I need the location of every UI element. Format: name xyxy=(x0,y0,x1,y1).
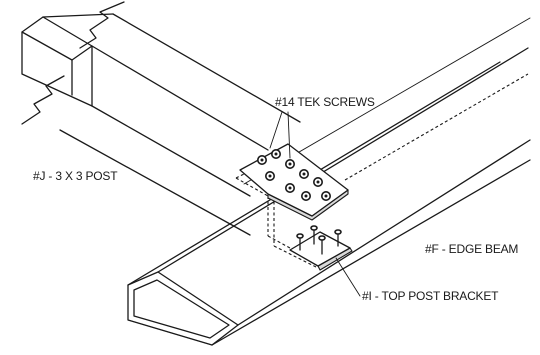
bracket-bottom-plate-face xyxy=(289,231,351,267)
beam-bottom-long xyxy=(211,159,531,346)
bottom-screws xyxy=(296,225,342,255)
post-edge xyxy=(91,105,251,197)
label-tek-screws: #14 TEK SCREWS xyxy=(275,95,375,109)
top-screws xyxy=(256,149,331,202)
post-end-box xyxy=(21,16,93,107)
leader-bracket xyxy=(335,257,361,297)
beam-open-end-inner xyxy=(133,279,230,339)
post-edge xyxy=(91,45,269,151)
screw-drive-icon xyxy=(260,158,264,162)
post-end-edge xyxy=(21,31,73,61)
screw-drive-icon xyxy=(324,194,328,198)
screw-icon xyxy=(334,229,342,235)
beam-end-edge xyxy=(127,319,213,346)
bracket-hidden xyxy=(235,171,319,269)
screw-drive-icon xyxy=(268,174,272,178)
beam-top-edge xyxy=(157,47,529,273)
screw-drive-icon xyxy=(302,172,306,176)
screw-icon xyxy=(296,233,304,239)
screw-icon xyxy=(318,235,326,241)
post-end-edge xyxy=(71,45,93,61)
bracket-bottom-plate xyxy=(289,225,353,271)
break-line-lower xyxy=(21,75,65,125)
bracket-top-plate xyxy=(239,143,349,221)
bracket-hidden-edge xyxy=(235,177,269,197)
screw-drive-icon xyxy=(288,186,292,190)
break-line-upper xyxy=(79,1,125,49)
leader-tek-screws-a xyxy=(269,111,283,149)
bracket-top-plate-face xyxy=(239,143,349,217)
post-top-edge xyxy=(42,13,114,18)
beam-hidden-line xyxy=(344,73,529,181)
leaders xyxy=(269,111,361,297)
post-bottom-edge xyxy=(59,129,251,236)
leader-tek-screws-b xyxy=(287,111,291,159)
bracket-hidden-edge xyxy=(267,235,291,249)
screw-icon xyxy=(310,225,318,231)
beam-bottom-edge xyxy=(237,139,531,326)
post-member xyxy=(21,1,301,236)
label-edge-beam: #F - EDGE BEAM xyxy=(425,242,518,256)
bracket-hidden-edge xyxy=(273,245,319,269)
screw-drive-icon xyxy=(288,162,292,166)
label-bracket: #I - TOP POST BRACKET xyxy=(362,289,499,303)
screw-drive-icon xyxy=(316,180,320,184)
screw-drive-icon xyxy=(304,194,308,198)
screw-drive-icon xyxy=(274,152,278,156)
post-edge xyxy=(112,13,301,123)
label-post: #J - 3 X 3 POST xyxy=(33,169,118,183)
